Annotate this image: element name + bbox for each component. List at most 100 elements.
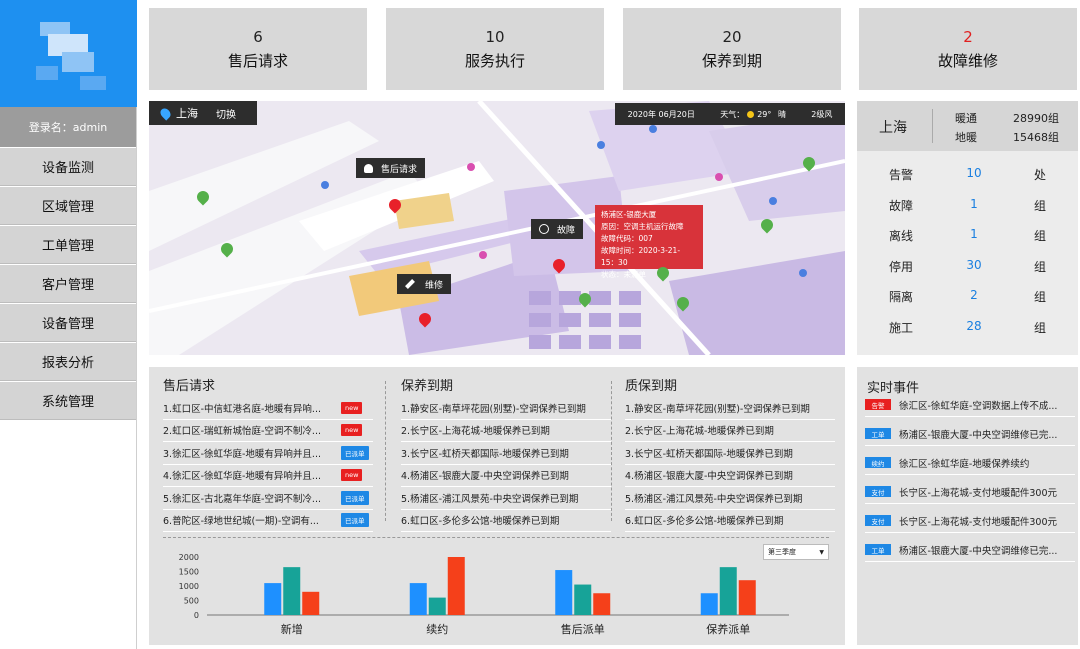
sidebar-item[interactable]: 工单管理 [0,226,136,264]
stat-card-fault[interactable]: 2 故障维修 [859,8,1077,90]
stat-value: 2 [970,288,978,302]
event-item[interactable]: 支付长宁区-上海花城-支付地暖配件300元 [865,509,1075,533]
list-item-text: 1.静安区-南草坪花园(别墅)-空调保养已到期 [401,403,586,415]
list-item[interactable]: 4.杨浦区-银鹿大厦-中央空调保养已到期 [625,465,835,487]
event-text: 徐汇区-徐虹华庭-地暖保养续约 [899,458,1030,470]
list-item[interactable]: 3.长宁区-虹桥天都国际-地暖保养已到期 [401,442,611,465]
bar [447,557,465,615]
sidebar-item[interactable]: 系统管理 [0,382,136,420]
list-item[interactable]: 3.徐汇区-徐虹华庭-地暖有异响并且... 已派单 [163,442,373,465]
quarter-select[interactable]: 第三季度 ▼ [763,544,829,560]
stat-card-service[interactable]: 10 服务执行 [386,8,604,90]
list-item[interactable]: 4.徐汇区-徐虹华庭-地暖有异响并且...new [163,465,373,487]
list-item-text: 5.杨浦区-浦江风景苑-中央空调保养已到期 [625,493,803,505]
region-type: 暖通 [955,112,977,125]
switch-city-button[interactable]: 切换 [216,109,236,121]
stat-label: 故障维修 [937,51,998,70]
city-map[interactable]: 上海 切换 2020年 06月20日 天气：29° 晴 2级风 售后请求 故障 … [149,101,845,355]
list-item[interactable]: 6.普陀区-绿地世纪城(一期)-空调有...已派单 [163,510,373,532]
map-label-fault[interactable]: 故障 [531,219,584,239]
event-text: 杨浦区-银鹿大厦-中央空调维修已完... [899,429,1058,441]
stat-name: 停用 [889,259,914,274]
list-item[interactable]: 3.长宁区-虹桥天都国际-地暖保养已到期 [625,442,835,465]
event-text: 长宁区-上海花城-支付地暖配件300元 [899,516,1057,528]
bar-chart: 2000150010005000新增续约售后派单保养派单 [179,553,789,636]
event-item[interactable]: 支付长宁区-上海花城-支付地暖配件300元 [865,480,1075,504]
bar [302,591,320,615]
status-badge: 已派单 [341,445,369,460]
stat-card-maintenance[interactable]: 20 保养到期 [623,8,841,90]
sidebar-item[interactable]: 设备管理 [0,304,136,342]
stat-value: 1 [970,196,978,211]
list-item-text: 5.徐汇区-古北嘉年华庭-空调不制冷... [163,493,321,505]
region-header: 上海 暖通 28990组 地暖 15468组 [857,101,1078,151]
sidebar: 登录名：admin 设备监测区域管理工单管理客户管理设备管理报表分析系统管理 [0,0,137,649]
stat-name: 隔离 [889,290,914,304]
location-pin-icon [158,105,173,121]
list-item[interactable]: 5.徐汇区-古北嘉年华庭-空调不制冷... 已派单 [163,487,373,510]
divider [163,537,829,538]
list-item[interactable]: 6.虹口区-多伦多公馆-地暖保养已到期 [401,510,611,532]
region-city: 上海 [879,120,907,136]
sidebar-item[interactable]: 设备监测 [0,148,136,186]
list-item-text: 1.虹口区-中信虹港名庭-地暖有异响... [163,403,321,415]
event-text: 杨浦区-银鹿大厦-中央空调维修已完... [899,545,1058,557]
list-item[interactable]: 2.虹口区-瑞虹新城怡庭-空调不制冷...new [163,420,373,442]
y-tick-label: 0 [194,611,199,620]
event-item[interactable]: 续约徐汇区-徐虹华庭-地暖保养续约 [865,451,1075,475]
stat-name: 故障 [889,198,914,213]
poi-dot [769,197,777,205]
stat-card-after-sales[interactable]: 6 售后请求 [149,8,367,90]
list-item-text: 3.徐汇区-徐虹华庭-地暖有异响并且... [163,448,321,460]
list-item-text: 2.长宁区-上海花城-地暖保养已到期 [401,426,550,438]
list-item[interactable]: 6.虹口区-多伦多公馆-地暖保养已到期 [625,510,835,532]
poi-dot [467,163,475,171]
map-label-repair[interactable]: 维修 [397,274,452,294]
list-item[interactable]: 5.杨浦区-浦江风景苑-中央空调保养已到期 [401,487,611,510]
event-item[interactable]: 工单杨浦区-银鹿大厦-中央空调维修已完... [865,422,1075,446]
list-item[interactable]: 2.长宁区-上海花城-地暖保养已到期 [625,420,835,442]
stat-label: 售后请求 [227,51,288,70]
sun-icon [747,110,755,118]
list-item[interactable]: 5.杨浦区-浦江风景苑-中央空调保养已到期 [625,487,835,510]
city-name: 上海 [176,107,198,120]
poi-dot [321,181,329,189]
event-item[interactable]: 工单杨浦区-银鹿大厦-中央空调维修已完... [865,538,1075,562]
stat-count: 10 [485,27,505,46]
fault-callout[interactable]: 杨浦区-银鹿大厦 原因：空调主机运行故障 故障代码：007 故障时间：2020-… [595,205,703,279]
stat-count: 2 [963,27,973,46]
status-badge: 已派单 [341,490,369,505]
stat-count: 20 [722,27,742,46]
bar [428,597,446,615]
sidebar-item[interactable]: 报表分析 [0,343,136,381]
poi-dot [715,173,723,181]
city-switcher[interactable]: 上海 切换 [149,101,257,125]
region-type-count: 15468组 [1013,131,1059,144]
stat-name: 离线 [889,229,914,243]
list-item[interactable]: 4.杨浦区-银鹿大厦-中央空调保养已到期 [401,465,611,487]
sidebar-item[interactable]: 区域管理 [0,187,136,225]
list-item[interactable]: 1.静安区-南草坪花园(别墅)-空调保养已到期 [625,397,835,420]
realtime-events-panel: 实时事件 告警徐汇区-徐虹华庭-空调数据上传不成...工单杨浦区-银鹿大厦-中央… [857,367,1078,645]
stat-name: 告警 [889,168,914,182]
list-item[interactable]: 1.静安区-南草坪花园(别墅)-空调保养已到期 [401,397,611,420]
stat-value: 10 [966,166,982,180]
event-item[interactable]: 告警徐汇区-徐虹华庭-空调数据上传不成... [865,393,1075,417]
wind-info: 2级风 [811,109,833,119]
bar [719,567,737,615]
sidebar-item[interactable]: 客户管理 [0,265,136,303]
map-label-request[interactable]: 售后请求 [356,158,426,178]
list-item[interactable]: 2.长宁区-上海花城-地暖保养已到期 [401,420,611,442]
x-tick-label: 保养派单 [706,622,750,636]
bar [283,567,301,615]
list-item[interactable]: 1.虹口区-中信虹港名庭-地暖有异响...new [163,397,373,420]
logo [0,0,137,107]
list-item-text: 6.虹口区-多伦多公馆-地暖保养已到期 [625,516,784,528]
user-icon [364,163,373,173]
event-type-badge: 工单 [865,428,891,439]
